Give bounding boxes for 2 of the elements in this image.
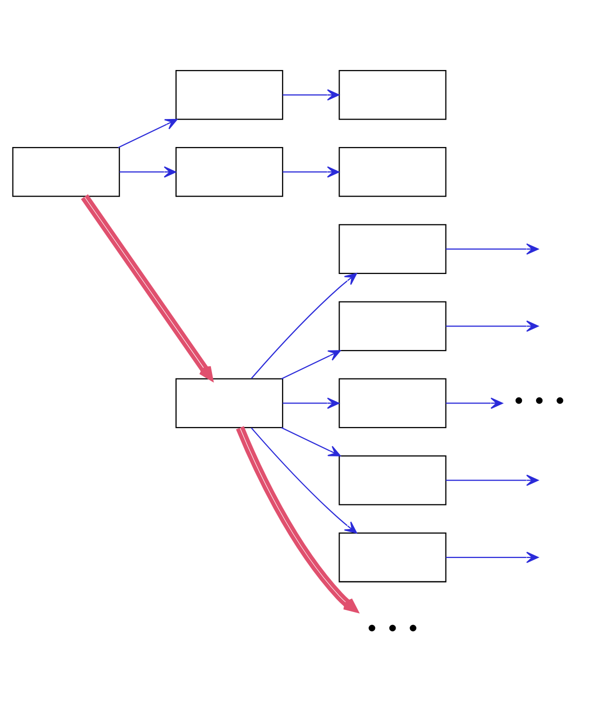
node-text: • • • <box>512 388 567 414</box>
node-text: • • • <box>365 616 420 642</box>
